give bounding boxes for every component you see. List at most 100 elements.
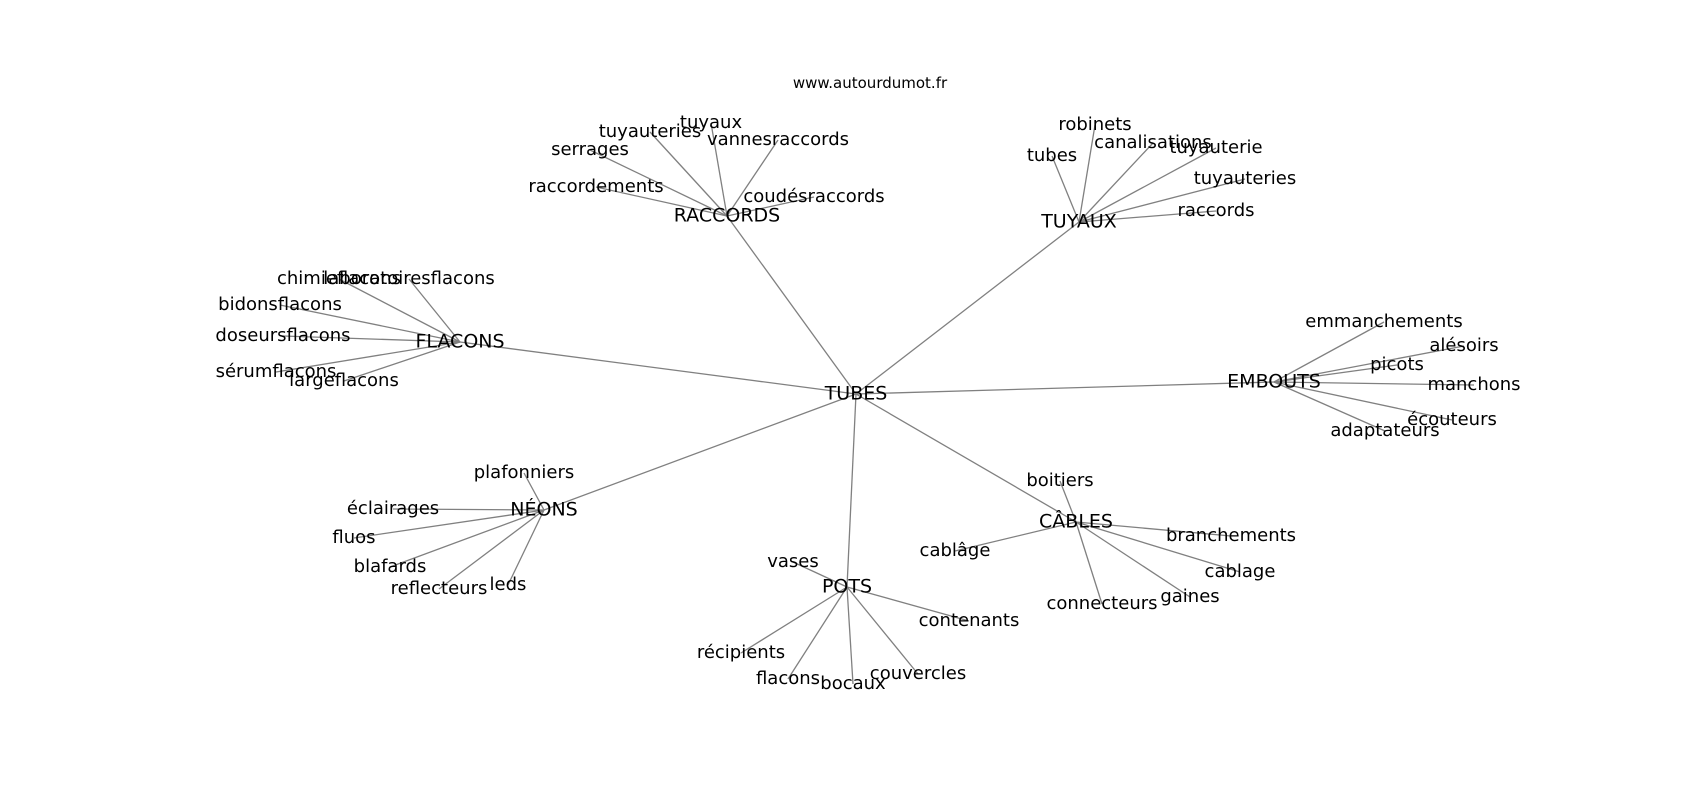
- edge-center-hub: [543, 393, 857, 511]
- edge-hub-leaf: [1078, 124, 1096, 223]
- leaf-node-label: coudésraccords: [743, 186, 884, 207]
- leaf-node-label: branchements: [1166, 525, 1296, 546]
- leaf-node-label: raccords: [1177, 200, 1254, 221]
- leaf-node-label: doseursflacons: [215, 325, 350, 346]
- leaf-node-label: manchons: [1427, 374, 1520, 395]
- leaf-node-label: flacons: [756, 668, 820, 689]
- edge-hub-leaf: [338, 278, 461, 343]
- edge-hub-leaf: [282, 335, 461, 343]
- hub-node-label: CÂBLES: [1039, 510, 1113, 533]
- hub-node-label: EMBOUTS: [1227, 371, 1321, 393]
- leaf-node-label: alésoirs: [1429, 335, 1498, 356]
- leaf-node-label: vases: [767, 551, 819, 572]
- edge-hub-leaf: [1078, 178, 1246, 223]
- hub-node-label: RACCORDS: [674, 205, 780, 227]
- leaf-node-label: adaptateurs: [1330, 420, 1439, 441]
- edge-hub-leaf: [726, 196, 815, 217]
- edge-hub-leaf: [408, 278, 461, 343]
- edge-hub-leaf: [846, 586, 854, 685]
- leaf-node-label: connecteurs: [1046, 593, 1157, 614]
- hub-node-label: FLACONS: [415, 331, 504, 353]
- leaf-node-label: serrages: [551, 139, 629, 160]
- edge-hub-leaf: [343, 341, 461, 382]
- leaf-node-label: sérumflacons: [216, 361, 337, 382]
- leaf-node-label: tuyauterie: [1169, 137, 1262, 158]
- edge-hub-leaf: [1075, 521, 1232, 537]
- leaf-node-label: vannesraccords: [707, 129, 849, 150]
- leaf-node-label: récipients: [697, 642, 785, 663]
- leaf-node-label: gaines: [1160, 586, 1219, 607]
- leaf-node-label: robinets: [1058, 114, 1131, 135]
- leaf-node-label: tubes: [1027, 145, 1077, 166]
- edge-hub-leaf: [589, 149, 728, 217]
- leaf-node-label: contenants: [919, 610, 1020, 631]
- edge-hub-leaf: [726, 139, 779, 217]
- leaf-node-label: boitiers: [1026, 470, 1093, 491]
- leaf-node-label: éclairages: [347, 498, 439, 519]
- leaf-node-label: emmanchements: [1305, 311, 1462, 332]
- leaf-node-label: picots: [1370, 354, 1424, 375]
- leaf-node-label: plafonniers: [474, 462, 574, 483]
- edge-hub-leaf: [279, 304, 461, 343]
- edge-hub-leaf: [1075, 521, 1103, 605]
- leaf-node-label: raccordements: [528, 176, 663, 197]
- leaf-node-label: reflecteurs: [391, 578, 488, 599]
- leaf-node-label: écouteurs: [1407, 409, 1497, 430]
- edge-hub-leaf: [846, 586, 919, 675]
- site-url: www.autourdumot.fr: [793, 74, 948, 92]
- edge-hub-leaf: [1273, 364, 1398, 383]
- edge-hub-leaf: [792, 561, 848, 588]
- leaf-node-label: cablâge: [920, 540, 991, 561]
- edge-hub-leaf: [740, 586, 848, 654]
- edge-hub-leaf: [1273, 345, 1465, 383]
- edge-hub-leaf: [353, 509, 545, 539]
- leaf-node-label: tuyaux: [680, 112, 743, 133]
- edge-hub-leaf: [1273, 321, 1385, 383]
- edge-hub-leaf: [1078, 142, 1154, 223]
- center-node-label: TUBES: [824, 383, 888, 405]
- leaf-node-label: leds: [490, 574, 527, 595]
- edge-hub-leaf: [954, 521, 1077, 552]
- leaf-node-label: canalisations: [1094, 132, 1212, 153]
- edge-center-hub: [459, 341, 857, 395]
- edge-hub-leaf: [1051, 155, 1080, 223]
- leaf-node-label: largeflacons: [289, 370, 399, 391]
- edge-hub-leaf: [1078, 147, 1217, 223]
- edge-hub-leaf: [649, 131, 728, 217]
- leaf-node-label: cablage: [1205, 561, 1276, 582]
- leaf-node-label: blafards: [354, 556, 427, 577]
- edges-layer: [275, 122, 1475, 685]
- edge-hub-leaf: [1078, 210, 1217, 223]
- leaf-node-label: couvercles: [870, 663, 966, 684]
- edge-hub-leaf: [438, 509, 545, 590]
- hub-node-label: TUYAUX: [1040, 211, 1117, 233]
- edge-hub-leaf: [1273, 381, 1475, 386]
- edge-hub-leaf: [846, 586, 970, 622]
- edge-hub-leaf: [523, 472, 545, 511]
- edge-hub-leaf: [595, 186, 728, 217]
- edge-center-hub: [726, 215, 857, 395]
- edge-hub-leaf: [392, 508, 545, 511]
- edge-center-hub: [855, 221, 1080, 395]
- leaf-node-label: tuyauteries: [1194, 168, 1297, 189]
- hub-node-label: NÉONS: [510, 498, 577, 521]
- edge-hub-leaf: [1075, 521, 1191, 598]
- leaf-node-label: fluos: [332, 527, 375, 548]
- edge-center-hub: [855, 393, 1077, 523]
- edge-center-hub: [846, 393, 857, 588]
- edge-hub-leaf: [1273, 381, 1453, 421]
- edge-center-hub: [855, 381, 1275, 395]
- leaf-node-label: tuyauteries: [599, 121, 702, 142]
- edge-hub-leaf: [1273, 381, 1386, 432]
- leaf-node-label: bidonsflacons: [218, 294, 342, 315]
- edge-hub-leaf: [787, 586, 848, 680]
- hub-node-label: POTS: [822, 576, 872, 598]
- edge-hub-leaf: [1075, 521, 1241, 573]
- edge-hub-leaf: [1059, 480, 1077, 523]
- labels-layer: raccordementsserragestuyauteriestuyauxva…: [215, 112, 1520, 694]
- leaf-node-label: laboratoiresflacons: [323, 268, 495, 289]
- edge-hub-leaf: [275, 341, 461, 373]
- edge-hub-leaf: [710, 122, 728, 217]
- leaf-node-label: bocaux: [820, 673, 886, 694]
